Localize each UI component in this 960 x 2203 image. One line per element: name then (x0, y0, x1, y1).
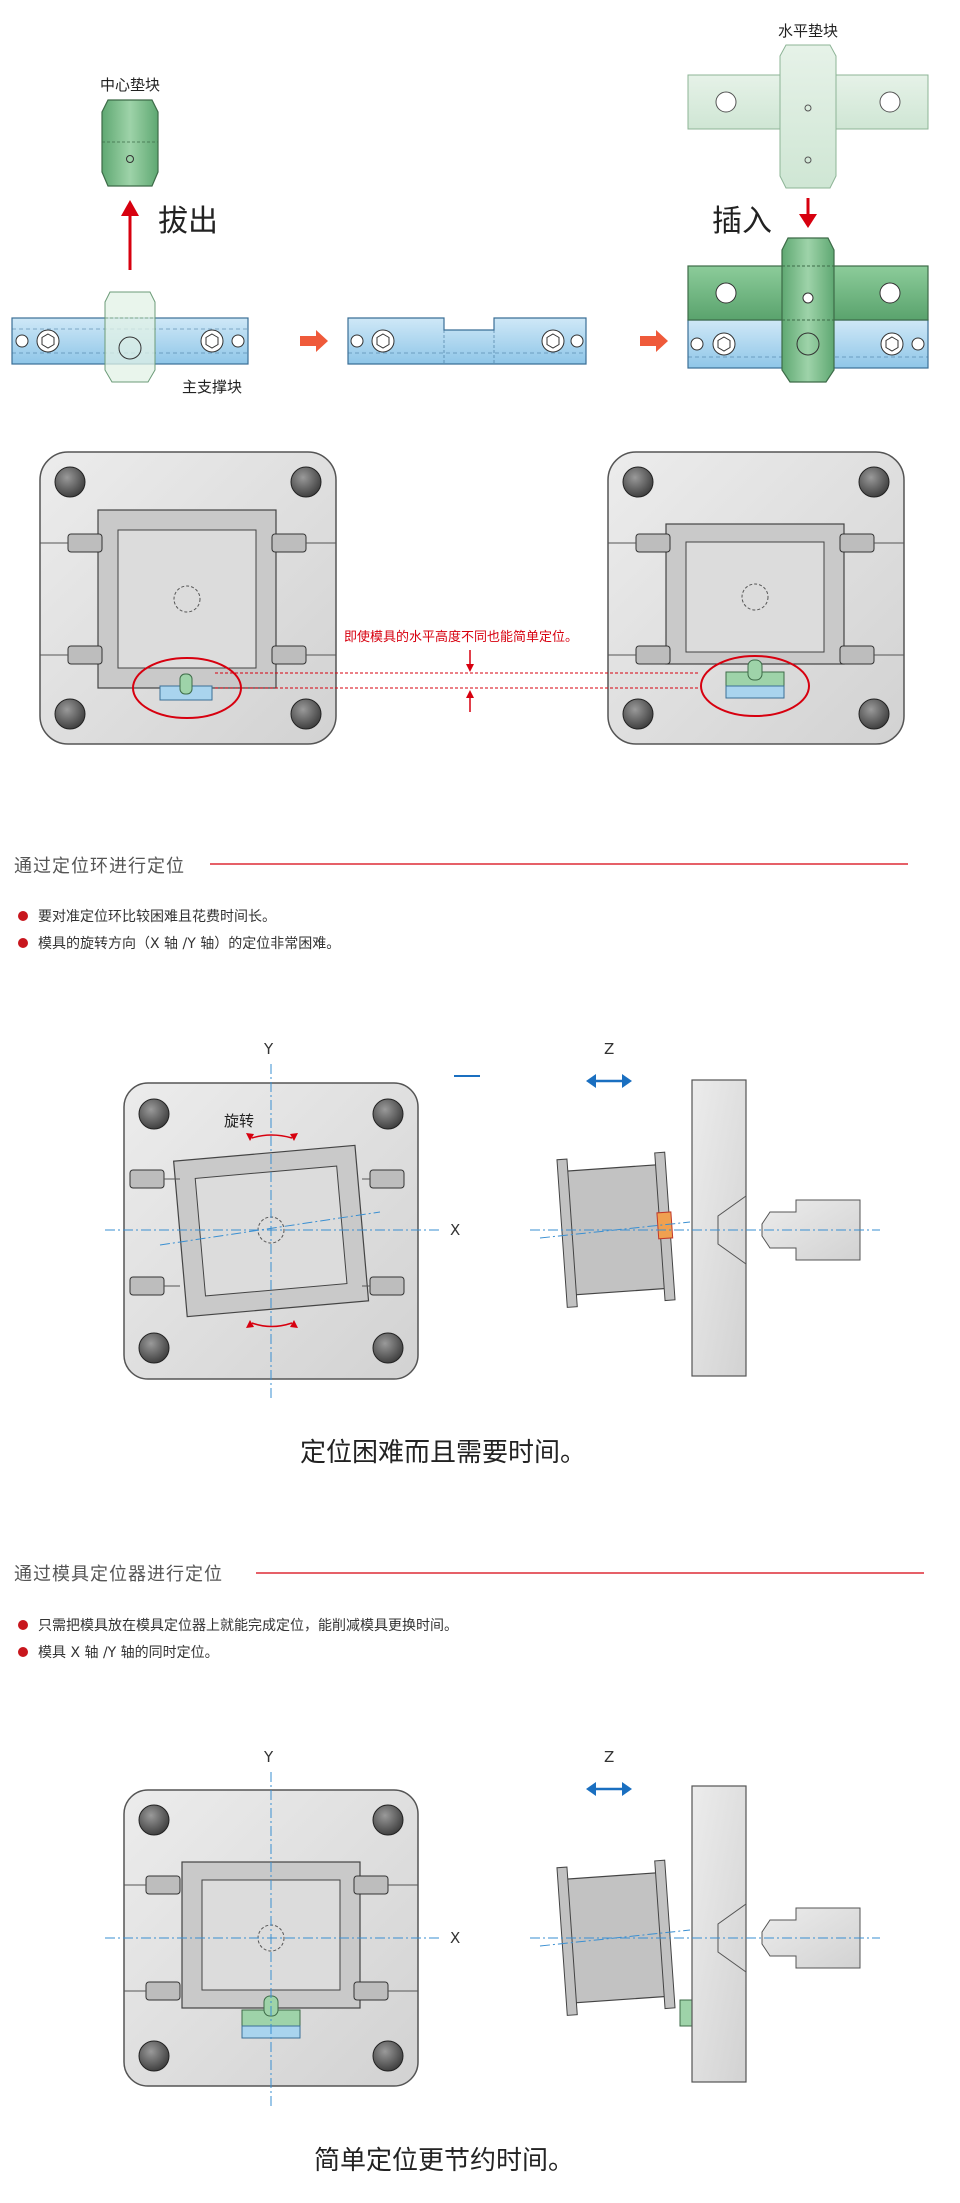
s1-side-view (454, 1074, 880, 1377)
s2-front-mold (105, 1772, 440, 2106)
s1-front-mold (105, 1064, 440, 1400)
section2-caption: 简单定位更节约时间。 (314, 2146, 575, 2176)
main-support-label: 主支撑块 (182, 378, 243, 396)
pull-out-arrow (121, 200, 139, 270)
center-spacer-pulled (101, 99, 159, 187)
center-spacer-label: 中心垫块 (100, 76, 161, 94)
right-arrow-1 (300, 330, 328, 352)
insert-arrow (799, 198, 817, 228)
s1-axis-x: X (450, 1221, 461, 1239)
horizontal-spacer-ghost (687, 44, 929, 189)
s2-axis-x: X (450, 1929, 461, 1947)
height-difference-lines (215, 650, 700, 712)
bullet-dot (18, 1620, 28, 1630)
assembled-block (687, 237, 929, 383)
main-support-block-1 (11, 291, 249, 383)
height-note: 即使模具的水平高度不同也能简单定位。 (344, 630, 579, 645)
s1-axis-y: Y (264, 1040, 274, 1058)
s1-axis-z: Z (604, 1040, 615, 1058)
pull-out-label: 拔出 (158, 204, 218, 239)
section2-bullet-1: 只需把模具放在模具定位器上就能完成定位，能削减模具更换时间。 (18, 1615, 458, 1635)
section1-bullet-1: 要对准定位环比较困难且花费时间长。 (18, 906, 276, 926)
locator-small-right (725, 659, 785, 699)
main-support-block-2 (347, 317, 587, 365)
horizontal-spacer-label: 水平垫块 (778, 22, 839, 40)
rotate-label: 旋转 (224, 1112, 255, 1130)
insert-label: 插入 (712, 204, 772, 239)
bullet-dot (18, 938, 28, 948)
mold-plate-left (39, 451, 337, 745)
section2-bullet-2: 模具 X 轴 /Y 轴的同时定位。 (18, 1642, 219, 1662)
right-arrow-2 (640, 330, 668, 352)
section1-title: 通过定位环进行定位 (14, 856, 185, 877)
bullet-dot (18, 911, 28, 921)
s2-axis-y: Y (264, 1748, 274, 1766)
section1-bullet-2: 模具的旋转方向（X 轴 /Y 轴）的定位非常困难。 (18, 933, 340, 953)
mold-plate-right (607, 451, 905, 745)
section2-title: 通过模具定位器进行定位 (14, 1564, 223, 1585)
section1-caption: 定位困难而且需要时间。 (300, 1438, 587, 1468)
s2-side-view (530, 1782, 880, 2083)
bullet-dot (18, 1647, 28, 1657)
s2-axis-z: Z (604, 1748, 615, 1766)
locator-small-left (159, 673, 213, 701)
